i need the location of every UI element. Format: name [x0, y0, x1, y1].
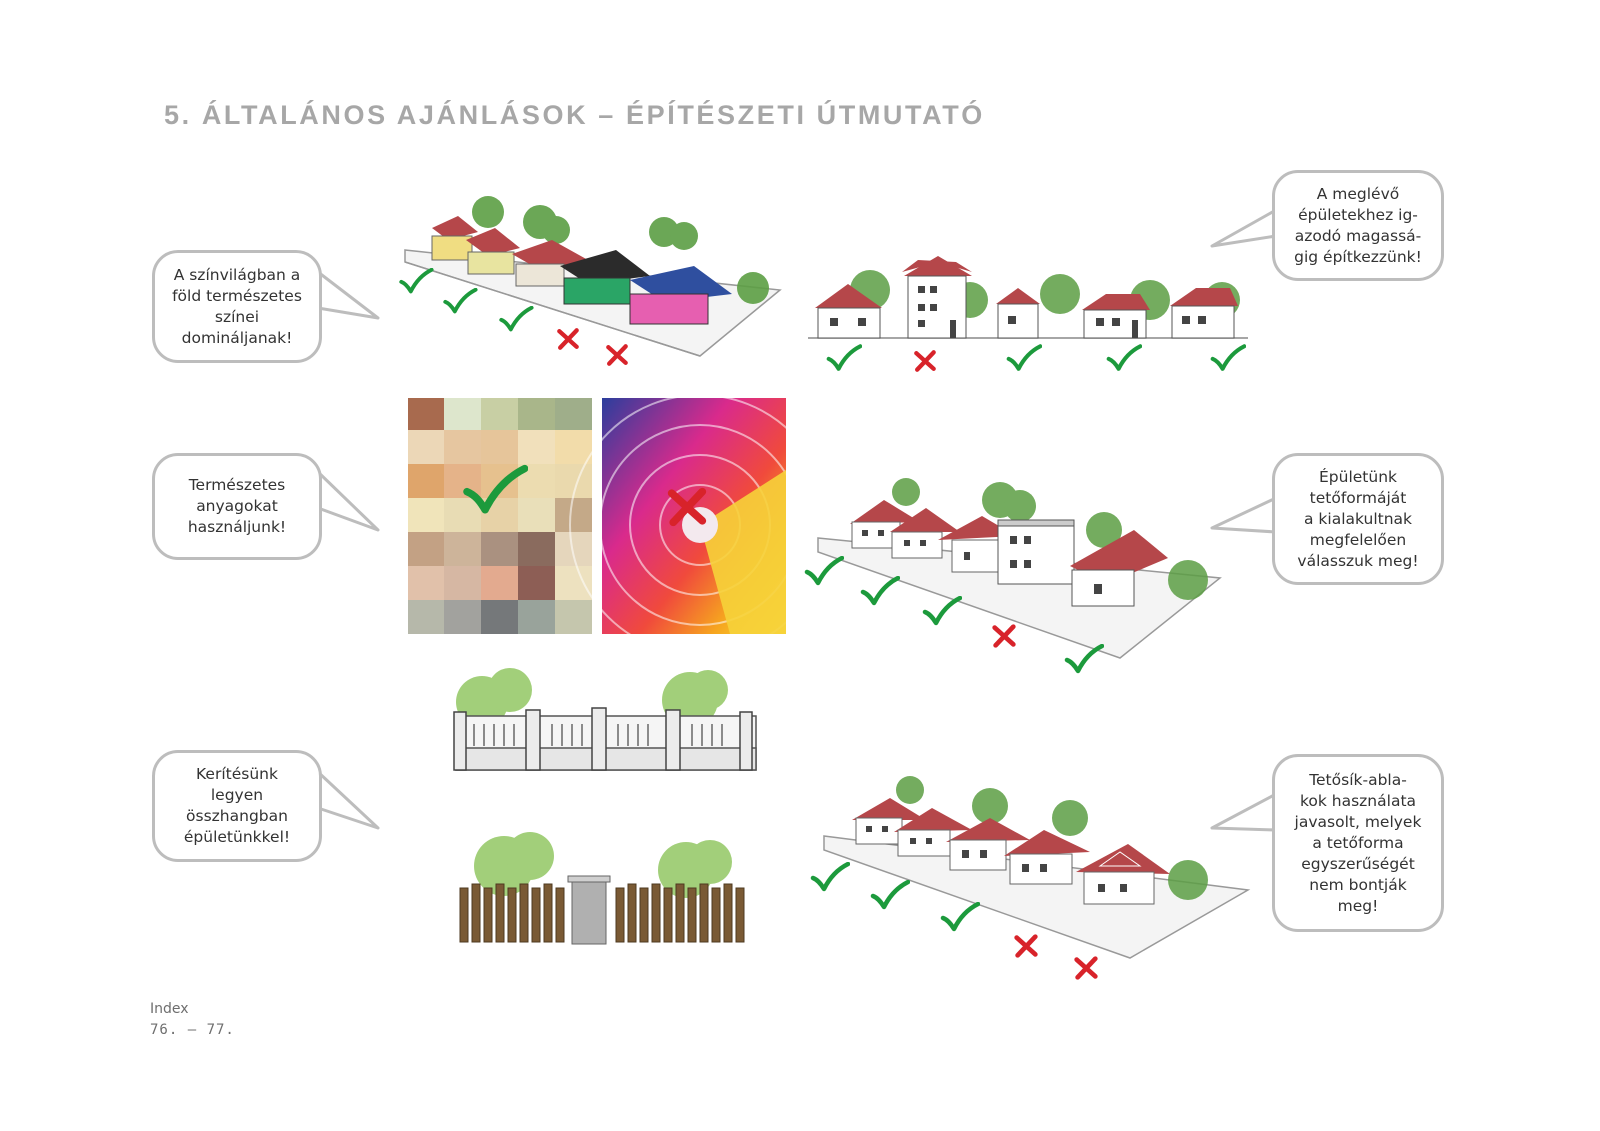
check-icon — [863, 578, 898, 603]
bubble-colors: A színvilágban a föld természetes színei… — [152, 250, 322, 363]
check-icon — [1009, 346, 1040, 369]
cross-icon — [1017, 937, 1036, 956]
check-icon — [813, 864, 848, 889]
bubble-materials: Természetes anyagokat használjunk! — [152, 453, 322, 560]
check-icon — [873, 882, 908, 907]
cross-icon — [995, 627, 1014, 646]
bubble-height: A meglévő épületekhez ig- azodó magassá-… — [1272, 170, 1444, 281]
check-icon — [501, 308, 531, 330]
illus-colored-houses — [404, 196, 782, 357]
illus-color-wheel — [569, 394, 831, 656]
check-icon — [445, 290, 475, 312]
check-icon — [943, 904, 978, 929]
cross-icon — [608, 346, 625, 363]
footer-index-label: Index — [150, 1001, 189, 1017]
illus-natural-swatches — [408, 398, 592, 634]
check-icon — [1109, 346, 1141, 369]
illus-roof-form-street — [817, 478, 1222, 659]
check-icon — [925, 598, 960, 623]
illus-fence-metal — [453, 668, 757, 771]
check-icon — [401, 270, 431, 292]
cross-icon — [1077, 959, 1096, 978]
illus-roof-windows-street — [823, 776, 1251, 959]
bubble-roof-windows: Tetősík-abla- kok használata javasolt, m… — [1272, 754, 1444, 932]
page-title: 5. ÁLTALÁNOS AJÁNLÁSOK – ÉPÍTÉSZETI ÚTMU… — [164, 100, 985, 130]
footer-page-numbers: 76. – 77. — [150, 1022, 235, 1038]
illus-height-street — [808, 256, 1248, 339]
check-icon — [1213, 346, 1245, 369]
illus-fence-wooden — [459, 832, 745, 945]
check-icon — [829, 346, 861, 369]
bubble-roof-form: Épületünk tetőformáját a kialakultnak me… — [1272, 453, 1444, 585]
cross-icon — [559, 330, 576, 347]
check-icon — [1067, 646, 1102, 671]
bubble-fence: Kerítésünk legyen összhangban épületünkk… — [152, 750, 322, 862]
cross-icon — [916, 352, 933, 369]
